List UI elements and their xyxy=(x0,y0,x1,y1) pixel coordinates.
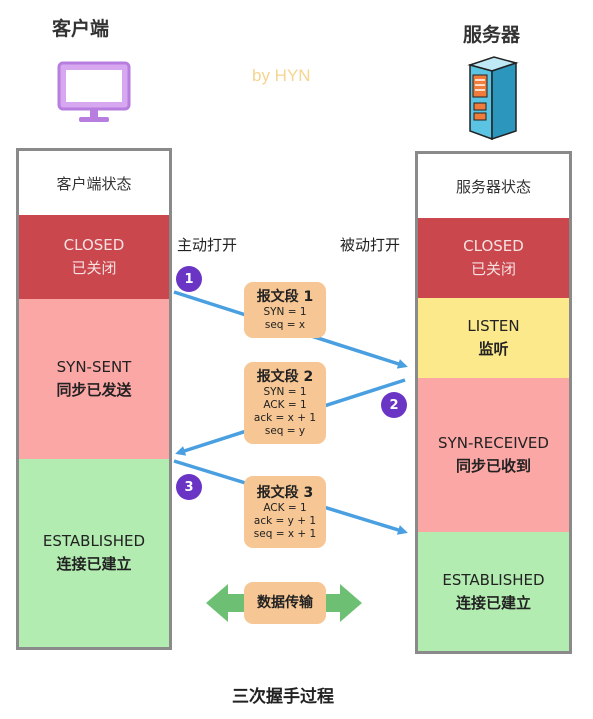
segment-1-title: 报文段 1 xyxy=(256,289,314,305)
step-badge-2: 2 xyxy=(381,392,407,418)
server-state-syn-received-cn: 同步已收到 xyxy=(455,457,531,475)
segment-2-line: SYN = 1 xyxy=(263,386,307,398)
segment-3-line: ack = y + 1 xyxy=(253,514,317,527)
client-state-syn-sent-en: SYN-SENT xyxy=(56,358,132,376)
server-state-syn-received-en: SYN-RECEIVED xyxy=(438,434,549,452)
client-title: 客户端 xyxy=(52,18,110,40)
server-state-listen-en: LISTEN xyxy=(467,317,520,335)
segment-3-line: ACK = 1 xyxy=(263,501,307,514)
client-state-established: ESTABLISHED 连接已建立 xyxy=(19,459,169,647)
server-column: 服务器状态 CLOSED 已关闭 LISTEN 监听 SYN-RECEIVED … xyxy=(415,151,572,654)
segment-1-line: seq = x xyxy=(264,319,306,331)
active-open-label: 主动打开 xyxy=(177,236,238,254)
server-state-established-en: ESTABLISHED xyxy=(442,570,545,589)
passive-open-label: 被动打开 xyxy=(340,236,401,254)
segment-3-line: seq = x + 1 xyxy=(253,527,317,540)
segment-1-line: SYN = 1 xyxy=(263,306,307,318)
server-state-listen: LISTEN 监听 xyxy=(418,298,569,378)
client-state-established-cn: 连接已建立 xyxy=(56,555,132,573)
watermark: by HYN xyxy=(252,66,311,85)
server-state-syn-received: SYN-RECEIVED 同步已收到 xyxy=(418,378,569,532)
segment-1-box: 报文段 1 SYN = 1 seq = x xyxy=(244,282,326,338)
client-state-closed-en: CLOSED xyxy=(63,236,125,254)
server-state-closed-cn: 已关闭 xyxy=(470,260,516,278)
server-state-closed: CLOSED 已关闭 xyxy=(418,218,569,298)
segment-2-line: ACK = 1 xyxy=(263,399,307,411)
server-state-closed-en: CLOSED xyxy=(463,237,524,255)
data-transfer-label: 数据传输 xyxy=(257,595,313,611)
server-title: 服务器 xyxy=(463,24,521,46)
client-state-established-en: ESTABLISHED xyxy=(42,532,146,550)
segment-3-title: 报文段 3 xyxy=(256,484,314,501)
client-state-syn-sent: SYN-SENT 同步已发送 xyxy=(19,299,169,459)
segment-2-line: ack = x + 1 xyxy=(253,412,317,424)
diagram-caption: 三次握手过程 xyxy=(232,687,334,707)
monitor-icon xyxy=(57,61,131,122)
segment-3-box: 报文段 3 ACK = 1 ack = y + 1 seq = x + 1 xyxy=(244,476,326,548)
server-state-listen-cn: 监听 xyxy=(478,340,509,358)
client-state-syn-sent-cn: 同步已发送 xyxy=(56,381,132,399)
server-icon xyxy=(467,56,519,141)
server-status-header: 服务器状态 xyxy=(418,154,569,218)
segment-2-box: 报文段 2 SYN = 1 ACK = 1 ack = x + 1 seq = … xyxy=(244,362,326,444)
data-transfer-box: 数据传输 xyxy=(244,582,326,624)
client-status-header: 客户端状态 xyxy=(19,151,169,215)
segment-2-line: seq = y xyxy=(264,425,306,437)
client-state-closed: CLOSED 已关闭 xyxy=(19,215,169,299)
step-badge-3: 3 xyxy=(176,474,202,500)
client-column: 客户端状态 CLOSED 已关闭 SYN-SENT 同步已发送 ESTABLIS… xyxy=(16,148,172,650)
client-state-closed-cn: 已关闭 xyxy=(71,259,117,277)
server-state-established-cn: 连接已建立 xyxy=(455,593,531,612)
segment-2-title: 报文段 2 xyxy=(256,369,314,385)
server-state-established: ESTABLISHED 连接已建立 xyxy=(418,532,569,651)
step-badge-1: 1 xyxy=(176,266,202,292)
